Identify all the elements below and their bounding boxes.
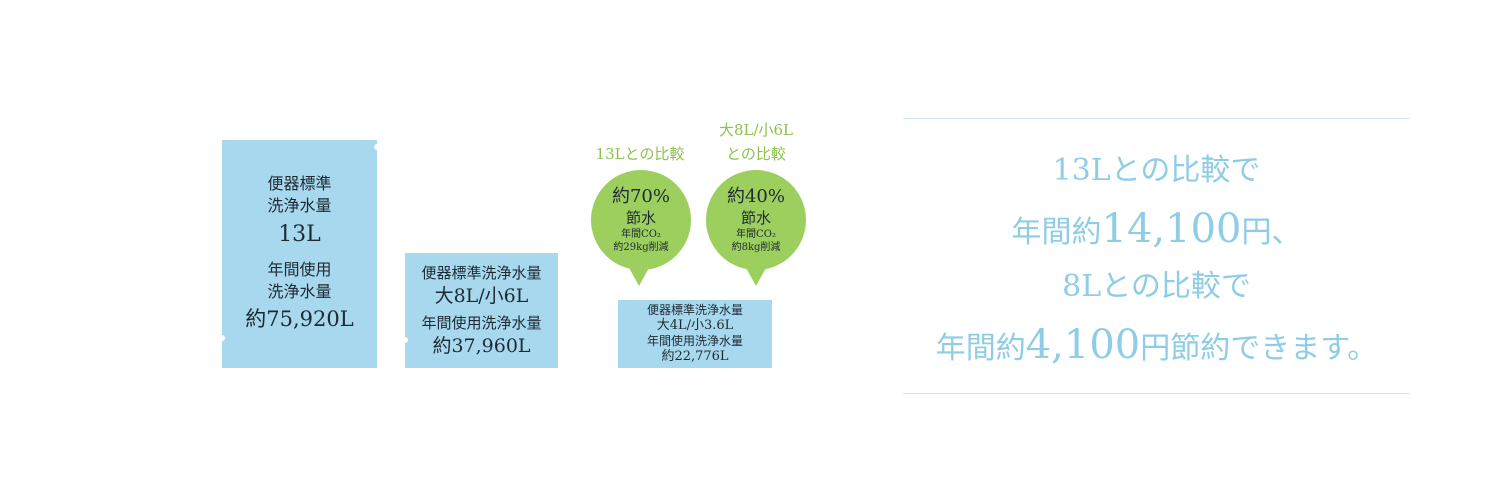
bar-4l-value: 大4L/小3.6L xyxy=(656,318,734,333)
message-line-4-prefix: 年間約 xyxy=(935,331,1026,366)
bar-8l-value: 大8L/小6L xyxy=(434,284,529,307)
bar-13l: 便器標準 洗浄水量 13L 年間使用 洗浄水量 約75,920L xyxy=(222,140,377,368)
bar-13l-notch-right xyxy=(374,144,380,150)
bar-13l-label-4: 洗浄水量 xyxy=(267,282,332,301)
co2-8-value: 約8kg削減 xyxy=(731,242,781,253)
bar-13l-label-1: 便器標準 xyxy=(267,174,332,193)
bar-8l: 便器標準洗浄水量 大8L/小6L 年間使用洗浄水量 約37,960L xyxy=(405,253,558,368)
bar-13l-label-3: 年間使用 xyxy=(267,260,332,279)
bar-4l-label-1: 便器標準洗浄水量 xyxy=(646,303,743,317)
message-line-1: 13Lとの比較で xyxy=(903,142,1410,200)
co2-29-label: 年間CO₂ xyxy=(621,229,661,240)
bar-8l-label-2: 年間使用洗浄水量 xyxy=(421,313,542,332)
compare-8l-label-line1: 大8L/小6L xyxy=(718,121,794,139)
co2-8-label: 年間CO₂ xyxy=(736,229,776,240)
message-line-2-prefix: 年間約 xyxy=(1011,215,1102,250)
message-line-2-suffix: 円、 xyxy=(1241,215,1302,250)
bar-13l-label-2: 洗浄水量 xyxy=(267,196,332,215)
saving-bubble-13l: 約70% 節水 年間CO₂ 約29kg削減 xyxy=(591,170,691,270)
saving-70-label: 節水 xyxy=(625,209,656,227)
bar-4l: 便器標準洗浄水量 大4L/小3.6L 年間使用洗浄水量 約22,776L xyxy=(618,300,772,368)
saving-bubble-8l: 約40% 節水 年間CO₂ 約8kg削減 xyxy=(706,170,806,270)
message-line-1-text: 13Lとの比較で xyxy=(1052,153,1261,188)
message-line-4: 年間約4,100円節約できます。 xyxy=(903,316,1410,378)
bar-4l-label-2: 年間使用洗浄水量 xyxy=(646,334,743,348)
bar-4l-annual: 約22,776L xyxy=(661,349,729,364)
saving-40-percent: 約40% xyxy=(726,186,785,207)
compare-8l-label-line2: との比較 xyxy=(726,145,786,163)
saving-bubble-8l-tail xyxy=(745,266,767,286)
co2-29-value: 約29kg削減 xyxy=(613,242,669,253)
bar-13l-notch-left xyxy=(219,335,225,341)
saving-amount-4100: 4,100 xyxy=(1025,322,1141,368)
saving-amount-14100: 14,100 xyxy=(1101,206,1242,252)
saving-40-label: 節水 xyxy=(740,209,771,227)
message-line-3: 8Lとの比較で xyxy=(903,258,1410,316)
compare-13l-label: 13Lとの比較 xyxy=(595,145,685,163)
message-line-3-text: 8Lとの比較で xyxy=(1062,269,1251,304)
bar-13l-value: 13L xyxy=(278,222,321,247)
bar-13l-annual: 約75,920L xyxy=(245,307,354,331)
bar-8l-annual: 約37,960L xyxy=(432,334,531,357)
saving-70-percent: 約70% xyxy=(611,186,670,207)
message-top-rule xyxy=(903,118,1410,119)
bar-8l-notch-left xyxy=(402,337,408,343)
message-line-2: 年間約14,100円、 xyxy=(903,200,1410,262)
message-bottom-rule xyxy=(903,393,1410,394)
bar-8l-label-1: 便器標準洗浄水量 xyxy=(421,263,542,282)
saving-bubble-13l-tail xyxy=(628,266,650,286)
message-line-4-suffix: 円節約できます。 xyxy=(1140,331,1378,366)
